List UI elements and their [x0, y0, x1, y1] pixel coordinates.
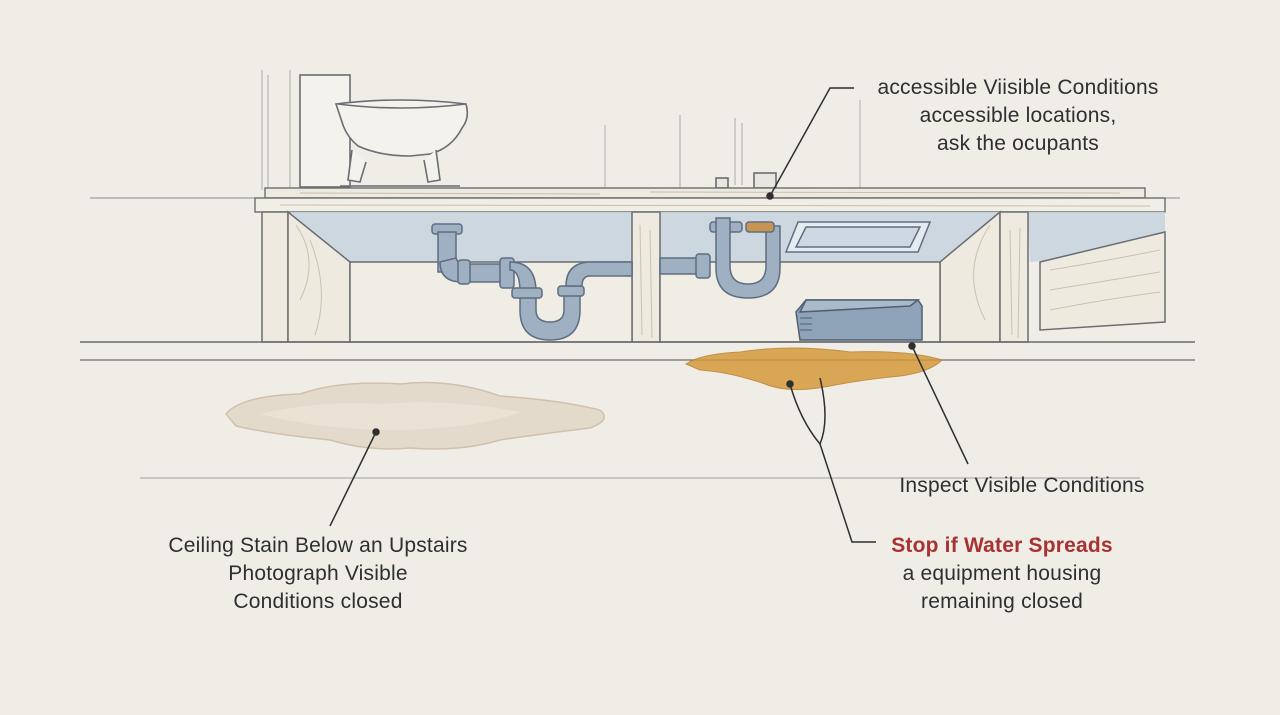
- water-leak-puddle: [684, 347, 943, 391]
- ceiling-stain: [225, 381, 605, 450]
- ceiling-lines: [80, 341, 1195, 479]
- callout-line: Conditions closed: [233, 590, 403, 613]
- drain-pipe-right: [659, 217, 781, 299]
- access-panel: [784, 221, 932, 253]
- callout-line: a equipment housing: [902, 562, 1102, 585]
- callout-line: accessible locations,: [919, 104, 1117, 127]
- equipment-housing-box: [795, 299, 923, 341]
- faucet-sketch: [715, 172, 777, 189]
- callout-ceiling-stain: Ceiling Stain Below an Upstairs Photogra…: [140, 532, 496, 616]
- callout-line: Ceiling Stain Below an Upstairs: [168, 534, 468, 557]
- callout-stop-water: Stop if Water Spreads a equipment housin…: [864, 532, 1140, 616]
- drain-pipe-left: [431, 223, 633, 341]
- callout-line: Inspect Visible Conditions: [899, 474, 1145, 497]
- callout-leader-lines: [329, 87, 969, 543]
- callout-accessible-conditions: accessible Viisible Conditions accessibl…: [858, 74, 1178, 158]
- callout-alert-title: Stop if Water Spreads: [891, 534, 1113, 557]
- toilet-sketch: [299, 74, 469, 188]
- wood-grain: [295, 224, 1161, 339]
- callout-line: accessible Viisible Conditions: [877, 76, 1159, 99]
- upper-room-wall-lines: [261, 70, 861, 190]
- callout-inspect: Inspect Visible Conditions: [872, 472, 1172, 500]
- callout-line: remaining closed: [921, 590, 1083, 613]
- callout-line: ask the ocupants: [937, 132, 1099, 155]
- floor-slab: [90, 187, 1180, 213]
- callout-line: Photograph Visible: [228, 562, 408, 585]
